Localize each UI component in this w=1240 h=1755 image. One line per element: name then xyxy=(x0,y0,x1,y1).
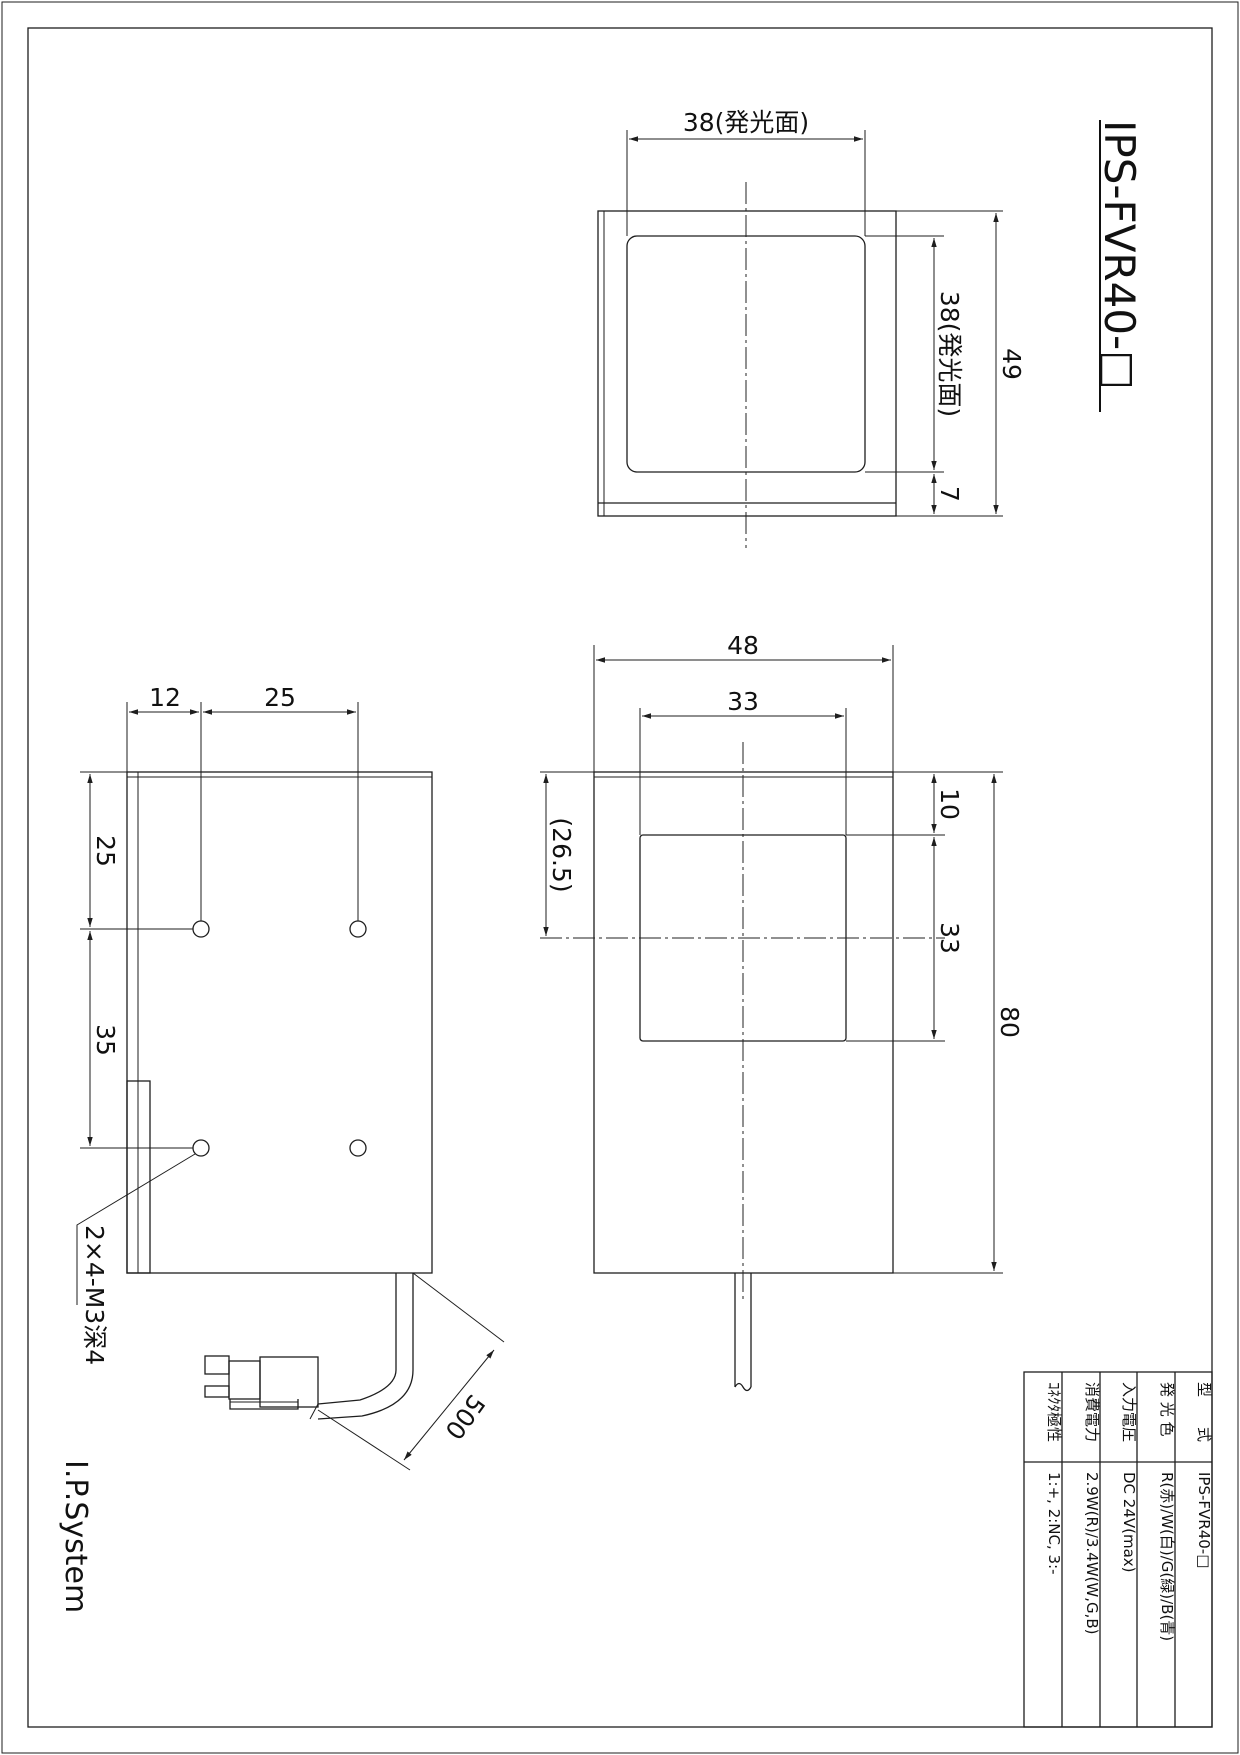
connector xyxy=(204,1355,319,1410)
cable-break xyxy=(309,1403,319,1420)
connector-body xyxy=(259,1356,319,1408)
spec-table: 型 式 IPS-FVR40-□ 発 光 色 R(赤)/W(白)/G(緑)/B(青… xyxy=(1023,1371,1213,1728)
model-title: IPS-FVR40-□ xyxy=(1095,120,1144,390)
side-view-body xyxy=(126,771,433,1274)
cable-line xyxy=(317,1273,397,1405)
spec-label-voltage: 入力電圧 xyxy=(1120,1382,1138,1442)
dim-length: 80 xyxy=(995,1006,1024,1038)
dim-35: 35 xyxy=(91,1024,120,1056)
dim-top-offset: (26.5) xyxy=(547,817,576,892)
dim-window: 33 xyxy=(727,687,759,716)
spec-value-power: 2.9W(R)/3.4W(W,G,B) xyxy=(1083,1472,1101,1635)
dim-bottom: 7 xyxy=(935,486,964,502)
dim-height: 49 xyxy=(997,348,1026,380)
mount-hole xyxy=(192,1139,210,1157)
dim-12: 12 xyxy=(149,683,181,712)
dim-line xyxy=(403,1349,495,1461)
spec-label-polarity: ｺﾈｸﾀ極性 xyxy=(1045,1382,1063,1442)
spec-value-voltage: DC 24V(max) xyxy=(1120,1472,1138,1573)
spec-value-polarity: 1:+, 2:NC, 3:- xyxy=(1045,1472,1063,1575)
spec-value-color: R(赤)/W(白)/G(緑)/B(青) xyxy=(1158,1472,1176,1641)
side-view: 12 25 25 35 2×4-M3深4 500 xyxy=(76,683,505,1471)
side-view-tab xyxy=(126,1080,151,1274)
dim-window-height: 33 xyxy=(935,922,964,954)
mount-hole xyxy=(349,1139,367,1157)
dim-emit-width: 38(発光面) xyxy=(683,108,809,137)
inner-frame xyxy=(27,27,1213,1728)
spec-label-color: 発 光 色 xyxy=(1158,1382,1176,1437)
company-name: I.P.System xyxy=(58,1460,93,1613)
spec-value-model: IPS-FVR40-□ xyxy=(1195,1472,1213,1568)
model-title-block: IPS-FVR40-□ xyxy=(1095,120,1144,412)
mount-hole xyxy=(192,920,210,938)
cable-length: 500 xyxy=(439,1389,491,1445)
spec-label-power: 消費電力 xyxy=(1083,1382,1101,1442)
cable-line xyxy=(317,1273,414,1420)
dim-25-vertical: 25 xyxy=(91,835,120,867)
front-view: 48 33 (26.5) 10 33 80 xyxy=(540,631,1024,1392)
mount-hole xyxy=(349,920,367,938)
dim-width: 48 xyxy=(727,631,759,660)
cable-break xyxy=(734,1382,752,1392)
spec-table-frame xyxy=(1023,1371,1213,1728)
ext-line xyxy=(317,1409,411,1471)
ext-line xyxy=(412,1272,505,1343)
hole-note: 2×4-M3深4 xyxy=(80,1225,109,1365)
top-view: 38(発光面) 38(発光面) 7 49 xyxy=(597,108,1026,548)
connector-tab xyxy=(204,1355,230,1375)
dim-25-horizontal: 25 xyxy=(264,683,296,712)
connector-tab xyxy=(204,1385,230,1398)
connector-latch-detail xyxy=(229,1401,299,1410)
dim-emit-height: 38(発光面) xyxy=(935,291,964,417)
top-view-body xyxy=(597,210,897,517)
hole-note-leader xyxy=(76,1153,196,1305)
spec-label-model: 型 式 xyxy=(1195,1382,1213,1442)
connector-neck xyxy=(228,1360,261,1400)
dim-top-margin: 10 xyxy=(935,788,964,820)
